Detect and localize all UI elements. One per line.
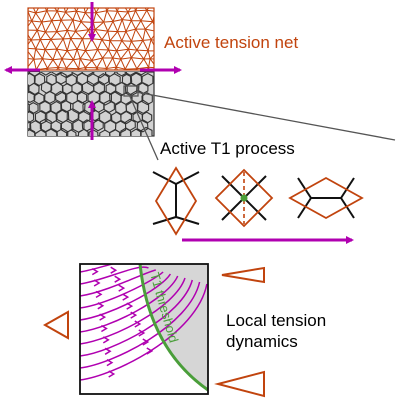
tissue-arrows <box>4 2 182 140</box>
t1-stage-after <box>288 176 364 220</box>
flow-arrow-icon <box>134 320 142 328</box>
tension-triangle-icon <box>214 370 265 398</box>
flow-arrow-icon <box>97 302 105 310</box>
flow-arrow-icon <box>91 267 99 276</box>
t1-stage-before <box>152 166 200 236</box>
tension-triangle-icon <box>42 310 69 340</box>
tension-net-label: Active tension net <box>164 33 298 52</box>
flow-line <box>80 273 172 321</box>
tension-network-panel <box>27 7 155 71</box>
flow-arrow-icon <box>108 370 116 378</box>
flow-line <box>80 283 208 381</box>
flow-arrow-icon <box>101 324 108 333</box>
flow-arrow-icon <box>146 347 154 355</box>
flow-line <box>80 266 149 285</box>
tension-triangle-icon <box>221 266 265 284</box>
local-tension-label-line1: Local tension <box>226 311 326 330</box>
flow-lines <box>80 264 208 381</box>
flow-line <box>80 264 142 273</box>
cell-tiling-panel <box>27 71 155 137</box>
tension-triangulation <box>28 8 154 70</box>
flow-line <box>80 269 156 297</box>
flow-line <box>80 279 194 357</box>
flow-arrow-icon <box>110 266 118 274</box>
flow-arrow-icon <box>93 279 101 287</box>
flow-arrow-icon <box>95 290 103 299</box>
flow-arrow-icon <box>118 284 126 292</box>
flow-arrow-icon <box>138 329 146 337</box>
zoom-connector <box>123 85 396 161</box>
flow-arrow-icon <box>102 336 110 344</box>
t1-threshold-curve <box>138 263 209 392</box>
flow-line <box>80 277 186 345</box>
flow-arrow-icon <box>130 311 138 319</box>
phase-portrait: T1 threshold <box>79 263 209 395</box>
flow-arrow-icon <box>104 347 112 355</box>
local-tension-label-line2: dynamics <box>226 332 298 351</box>
flow-arrow-icon <box>126 302 134 310</box>
flow-arrow-icon <box>122 293 130 301</box>
flow-arrow-icon <box>142 338 150 346</box>
flow-line <box>80 271 164 309</box>
t1-process-label: Active T1 process <box>160 139 295 158</box>
t1-stage-transition <box>214 168 274 228</box>
flow-arrow-icon <box>114 275 122 283</box>
flow-line <box>80 281 201 369</box>
flow-line <box>80 275 179 333</box>
flow-arrow-icon <box>106 358 114 367</box>
flow-arrow-icon <box>99 313 107 321</box>
